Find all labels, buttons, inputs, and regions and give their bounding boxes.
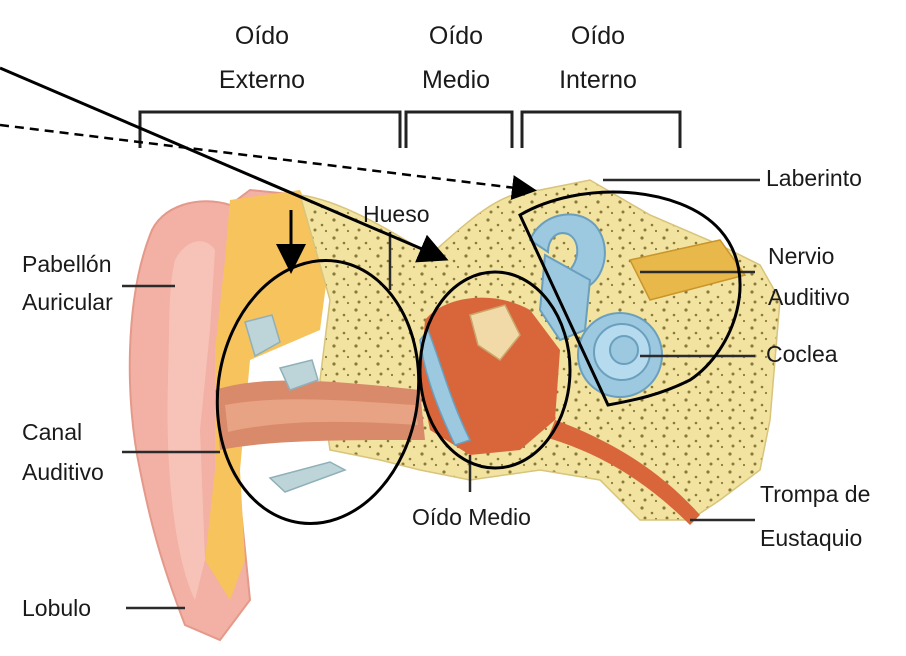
label-coclea: Coclea: [766, 341, 838, 367]
section-middle-line2: Medio: [422, 66, 490, 94]
bone-patch-3: [270, 462, 345, 492]
label-oido-medio: Oído Medio: [412, 504, 531, 530]
label-laberinto: Laberinto: [766, 165, 862, 191]
label-pabellon-2: Auricular: [22, 289, 113, 315]
section-brackets: [140, 112, 680, 148]
label-canal-1: Canal: [22, 419, 82, 445]
label-trompa-2: Eustaquio: [760, 525, 862, 551]
label-nervio-2: Auditivo: [768, 284, 850, 310]
section-middle-line1: Oído: [429, 22, 483, 50]
section-outer-line2: Externo: [219, 66, 305, 94]
label-hueso: Hueso: [363, 201, 429, 227]
label-pabellon-1: Pabellón: [22, 251, 112, 277]
section-outer-line1: Oído: [235, 22, 289, 50]
ear-illustration: [130, 180, 780, 640]
label-canal-2: Auditivo: [22, 459, 104, 485]
label-nervio-1: Nervio: [768, 243, 834, 269]
section-inner-line2: Interno: [559, 66, 637, 94]
section-inner-line1: Oído: [571, 22, 625, 50]
label-trompa-1: Trompa de: [760, 481, 870, 507]
arrow-dashed: [0, 125, 532, 190]
label-lobulo: Lobulo: [22, 595, 91, 621]
